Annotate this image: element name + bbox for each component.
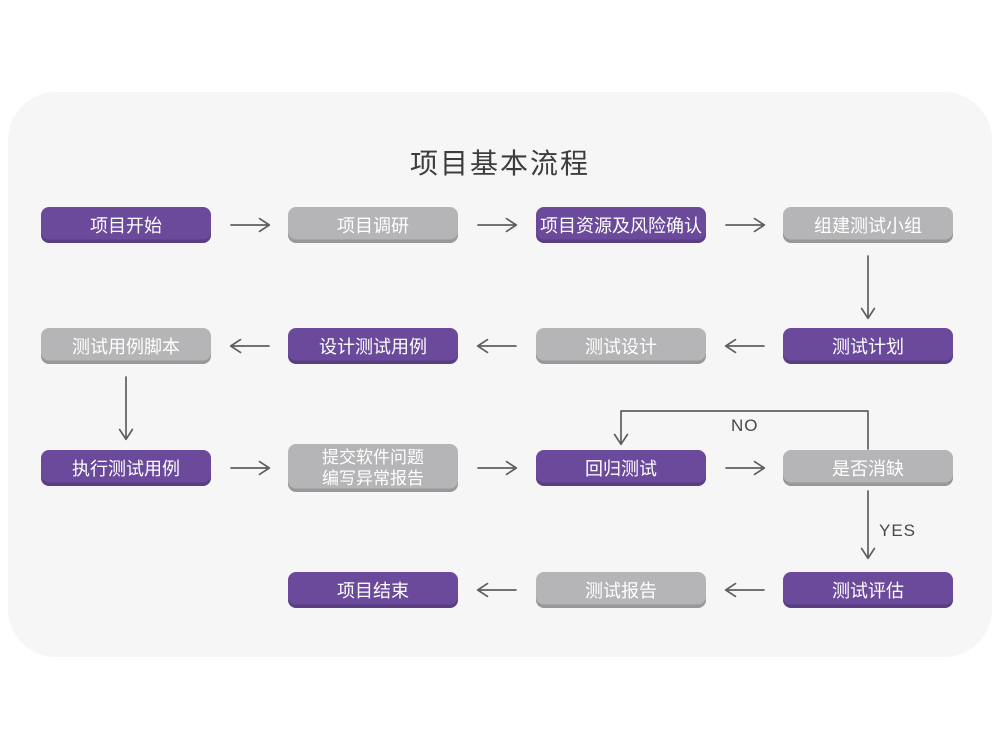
node-label: 执行测试用例 [72,459,180,479]
node-project-start: 项目开始 [41,207,211,243]
node-label: 测试报告 [585,581,657,601]
node-design-test-cases: 设计测试用例 [288,328,458,364]
node-test-plan: 测试计划 [783,328,953,364]
node-execute-test-cases: 执行测试用例 [41,450,211,486]
node-defect-cleared-check: 是否消缺 [783,450,953,486]
node-project-end: 项目结束 [288,572,458,608]
node-test-report: 测试报告 [536,572,706,608]
node-build-test-team: 组建测试小组 [783,207,953,243]
node-label: 是否消缺 [832,459,904,479]
edge-label-no: NO [731,416,759,435]
node-label: 测试设计 [585,337,657,357]
edge-label-yes: YES [879,521,917,540]
node-label: 项目开始 [90,216,162,236]
node-resource-risk-confirm: 项目资源及风险确认 [536,207,706,243]
node-label: 回归测试 [585,459,657,479]
node-test-evaluation: 测试评估 [783,572,953,608]
flowchart-card [8,92,992,657]
node-label: 项目结束 [337,581,409,601]
node-test-case-script: 测试用例脚本 [41,328,211,364]
node-label: 设计测试用例 [319,337,427,357]
node-label: 提交软件问题 编写异常报告 [322,448,424,488]
node-label: 测试用例脚本 [72,337,180,357]
node-label: 项目资源及风险确认 [540,216,702,236]
node-regression-test: 回归测试 [536,450,706,486]
node-test-design: 测试设计 [536,328,706,364]
node-project-research: 项目调研 [288,207,458,243]
page-title: 项目基本流程 [409,148,590,179]
node-submit-issue-report: 提交软件问题 编写异常报告 [288,444,458,492]
node-label: 项目调研 [337,216,409,236]
node-label: 组建测试小组 [814,216,922,236]
node-label: 测试评估 [832,581,904,601]
node-label: 测试计划 [832,337,904,357]
